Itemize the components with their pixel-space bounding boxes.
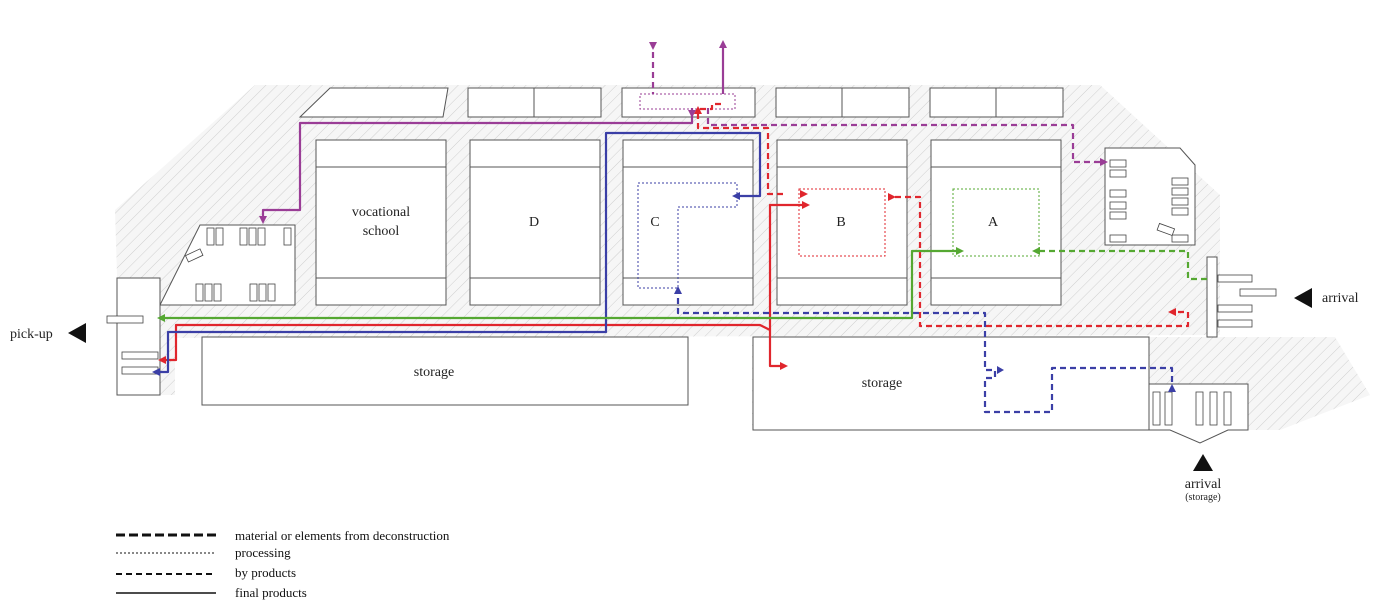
label-arrival-bottom: arrival (1185, 477, 1222, 492)
trucks-left (106, 227, 292, 375)
label-hall-d: D (529, 215, 539, 230)
parking-left (116, 224, 296, 396)
processing-zone-a (952, 188, 1040, 257)
label-pickup: pick-up (10, 327, 53, 342)
label-arrival: arrival (1322, 291, 1359, 306)
label-hall-b: B (836, 215, 845, 230)
label-hall-a: A (988, 215, 999, 230)
trucks-right (1109, 159, 1277, 426)
label-school: school (363, 224, 400, 239)
processing-zone-b (798, 188, 886, 257)
loading-dock-arrival (1206, 256, 1218, 338)
legend-label-processing: processing (235, 545, 291, 560)
label-hall-c: C (650, 215, 659, 230)
parking-right (1104, 147, 1196, 246)
storage-left (201, 336, 689, 406)
arrival-arrow-icon (1294, 288, 1312, 308)
legend-label-by-products: by products (235, 565, 296, 580)
legend-label-final-products: final products (235, 585, 307, 600)
flow-green (157, 247, 1207, 322)
label-vocational: vocational (352, 205, 410, 220)
legend-label-deconstruction: material or elements from deconstruction (235, 528, 450, 543)
processing-zone-c (637, 182, 738, 289)
label-storage-left: storage (414, 365, 454, 380)
label-storage-right: storage (862, 376, 902, 391)
pickup-arrow-icon (68, 323, 86, 343)
storage-right (752, 336, 1150, 431)
flow-blue (152, 131, 1176, 414)
top-row-buildings (298, 87, 1064, 118)
flow-red (158, 102, 1190, 370)
processing-zone-top (639, 93, 736, 110)
hall-d (469, 139, 601, 306)
flow-purple (259, 40, 1108, 224)
arrival-storage-arrow-icon (1193, 454, 1213, 471)
label-arrival-storage: (storage) (1185, 492, 1221, 503)
hall-vocational-school (315, 139, 447, 306)
hall-c (622, 139, 754, 306)
legend: material or elements from deconstruction… (116, 528, 450, 600)
